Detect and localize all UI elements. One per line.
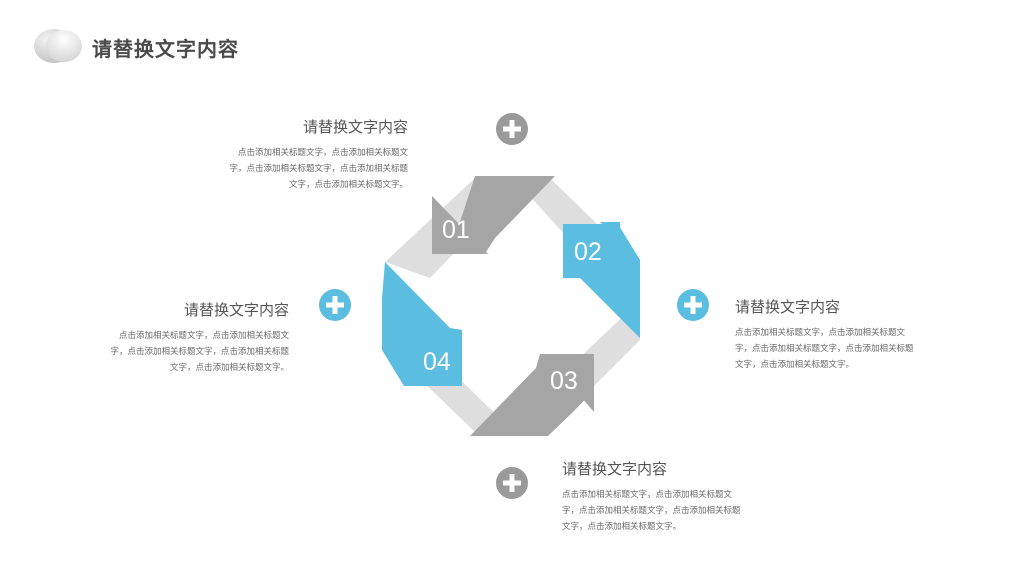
plus-circle-icon bbox=[496, 467, 528, 499]
block-title: 请替换文字内容 bbox=[183, 301, 289, 319]
block-description: 点击添加相关标题文字，点击添加相关标题文字，点击添加相关标题文字，点击添加相关标… bbox=[229, 148, 408, 190]
step-number-04: 04 bbox=[423, 348, 451, 376]
block-title: 请替换文字内容 bbox=[735, 298, 841, 316]
logo-icon bbox=[34, 29, 82, 63]
plus-circle-icon bbox=[319, 289, 351, 321]
step-number-01: 01 bbox=[442, 216, 470, 244]
text-block-right: 请替换文字内容 点击添加相关标题文字，点击添加相关标题文字，点击添加相关标题文字… bbox=[735, 296, 921, 373]
plus-circle-icon bbox=[496, 113, 528, 145]
arrow-02: 02 bbox=[563, 222, 640, 338]
text-block-top: 请替换文字内容 点击添加相关标题文字，点击添加相关标题文字，点击添加相关标题文字… bbox=[222, 116, 408, 193]
arrow-03: 03 bbox=[470, 354, 594, 436]
step-number-03: 03 bbox=[550, 367, 578, 395]
text-block-bottom: 请替换文字内容 点击添加相关标题文字，点击添加相关标题文字，点击添加相关标题文字… bbox=[562, 458, 748, 535]
block-description: 点击添加相关标题文字，点击添加相关标题文字，点击添加相关标题文字，点击添加相关标… bbox=[735, 328, 914, 370]
block-description: 点击添加相关标题文字，点击添加相关标题文字，点击添加相关标题文字，点击添加相关标… bbox=[562, 490, 741, 532]
text-block-left: 请替换文字内容 点击添加相关标题文字，点击添加相关标题文字，点击添加相关标题文字… bbox=[103, 299, 289, 376]
arrow-04: 04 bbox=[382, 262, 462, 386]
block-title: 请替换文字内容 bbox=[562, 460, 668, 478]
plus-circle-icon bbox=[677, 289, 709, 321]
step-number-02: 02 bbox=[574, 238, 602, 266]
page-title: 请替换文字内容 bbox=[92, 37, 239, 61]
block-description: 点击添加相关标题文字，点击添加相关标题文字，点击添加相关标题文字，点击添加相关标… bbox=[110, 331, 289, 373]
arrow-01: 01 bbox=[432, 176, 555, 254]
block-title: 请替换文字内容 bbox=[302, 118, 408, 136]
